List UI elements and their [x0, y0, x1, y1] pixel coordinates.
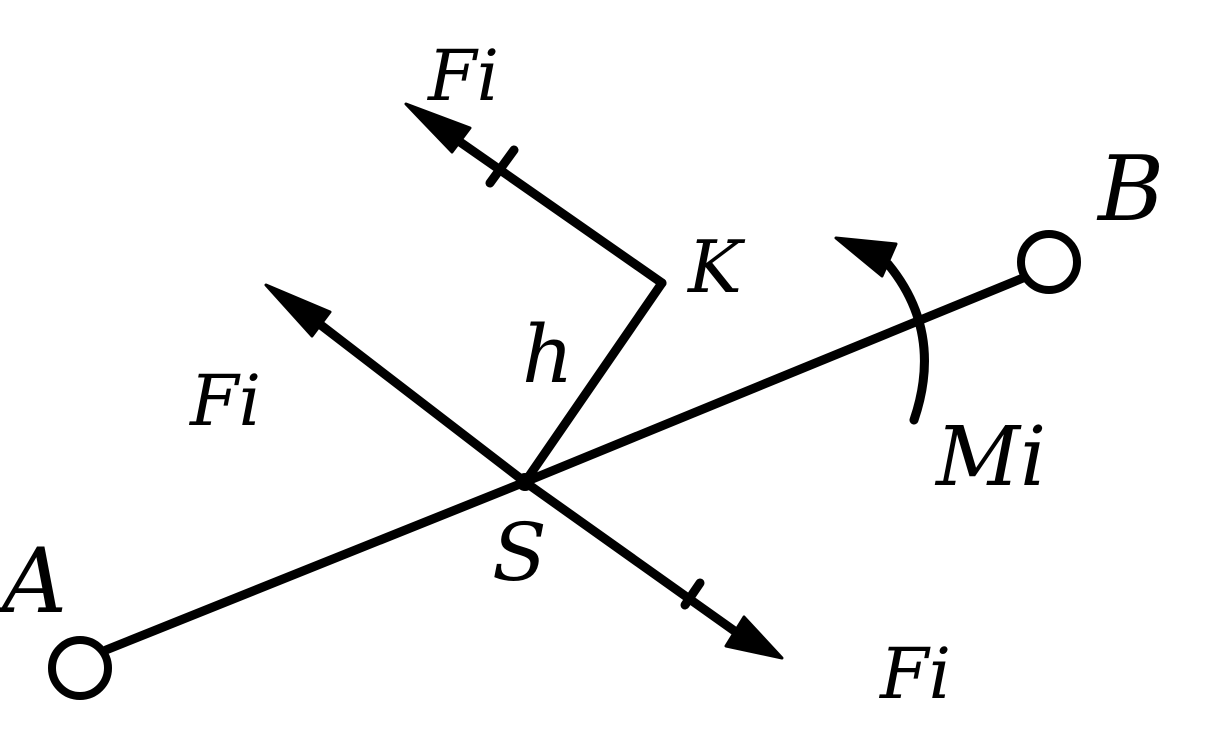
force-left-arrowhead [264, 283, 332, 338]
force-top-arrowhead [404, 102, 472, 154]
force-top-tick [485, 145, 519, 188]
center-s-dot [516, 473, 534, 491]
force-bottom-tick [680, 578, 705, 610]
label-point-s: S [492, 506, 547, 599]
lever-arm-h [520, 278, 667, 487]
label-lever-arm: h [522, 308, 574, 401]
label-point-b: B [1096, 137, 1164, 242]
bar-s-b [520, 273, 1028, 487]
force-bottom-arrowhead [724, 615, 784, 660]
label-force-top: Fi [426, 35, 499, 117]
force-left-line [295, 304, 530, 487]
label-moment: Mi [934, 410, 1046, 505]
force-bottom-line [520, 477, 755, 647]
label-point-a: A [0, 529, 67, 634]
label-force-bottom: Fi [878, 633, 951, 715]
moment-arrowhead [834, 236, 898, 278]
moment-arc [883, 259, 929, 425]
joint-a [48, 636, 112, 700]
label-force-left: Fi [188, 360, 261, 442]
label-point-k: K [686, 225, 746, 309]
force-top-line [435, 123, 667, 288]
joint-b [1017, 230, 1081, 294]
bar-a-s [101, 477, 530, 655]
